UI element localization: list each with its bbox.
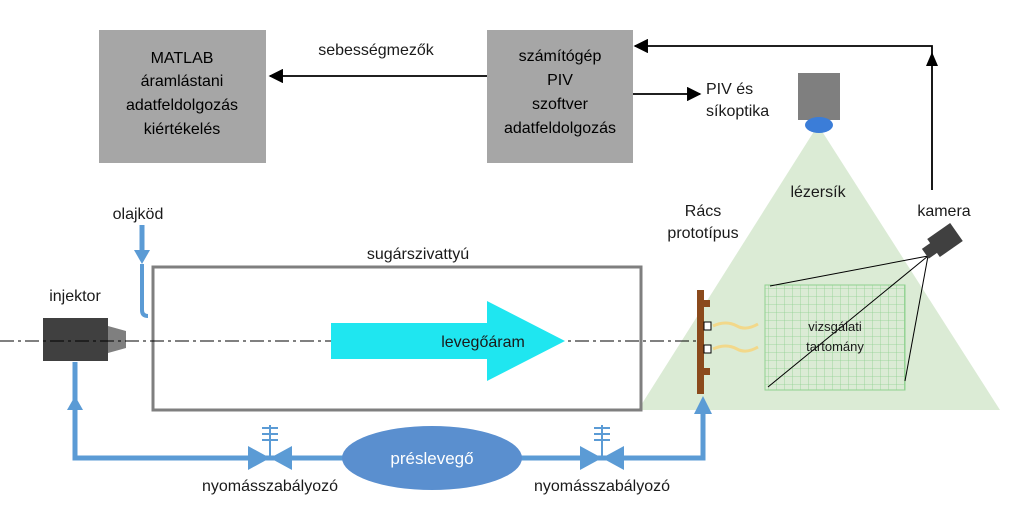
camera-up-arrowhead [926, 52, 938, 66]
compressed-air-tank [342, 426, 522, 490]
oil-mist-label: olajköd [113, 206, 164, 223]
matlab-line-3: adatfeldolgozás [126, 97, 238, 114]
regulator-right-label: nyomásszabályozó [534, 478, 670, 495]
computer-line-4: adatfeldolgozás [504, 120, 616, 137]
flame-2 [712, 344, 759, 353]
pipe-arrowhead-grid [694, 396, 712, 414]
laser-sheet [638, 125, 1000, 410]
piv-optics-label-2: síkoptika [706, 103, 769, 120]
matlab-box: MATLAB áramlástani adatfeldolgozás kiért… [99, 30, 266, 163]
computer-line-1: számítógép [519, 48, 602, 65]
jet-pump [151, 265, 643, 412]
matlab-line-2: áramlástani [141, 73, 224, 90]
air-flow-arrow [331, 301, 565, 381]
test-region-label-1: vizsgálati [808, 319, 862, 334]
computer-line-2: PIV [547, 72, 573, 89]
camera-label: kamera [917, 203, 970, 220]
flame-1 [712, 321, 759, 330]
grid-label-2: prototípus [667, 225, 738, 242]
grid-prototype [697, 290, 712, 394]
test-region-label-2: tartomány [806, 339, 864, 354]
matlab-line-4: kiértékelés [144, 121, 220, 138]
laser-head [798, 73, 840, 133]
camera-feedback-line [633, 38, 933, 190]
injector-label: injektor [49, 288, 101, 305]
oil-mist-pipe [134, 225, 150, 318]
piv-optics-label-1: PIV és [706, 81, 753, 98]
pipe-arrowhead-injector [67, 396, 83, 410]
regulator-left-label: nyomásszabályozó [202, 478, 338, 495]
air-flow-label: levegőáram [441, 334, 525, 351]
grid-label-1: Rács [685, 203, 721, 220]
laser-sheet-label: lézersík [790, 184, 846, 201]
jet-pump-label: sugárszivattyú [367, 246, 469, 263]
computer-line-3: szoftver [532, 96, 589, 113]
matlab-line-1: MATLAB [151, 50, 214, 67]
camera-icon [921, 222, 963, 259]
regulator-right-icon [580, 425, 624, 470]
camera-view-lines [767, 255, 929, 388]
compressed-air-label: préslevegő [390, 449, 473, 468]
injector [43, 318, 126, 361]
test-region [764, 284, 906, 391]
computer-box: számítógép PIV szoftver adatfeldolgozás [487, 30, 633, 163]
velocity-fields-label: sebességmezők [318, 42, 435, 59]
regulator-left-icon [248, 425, 292, 470]
